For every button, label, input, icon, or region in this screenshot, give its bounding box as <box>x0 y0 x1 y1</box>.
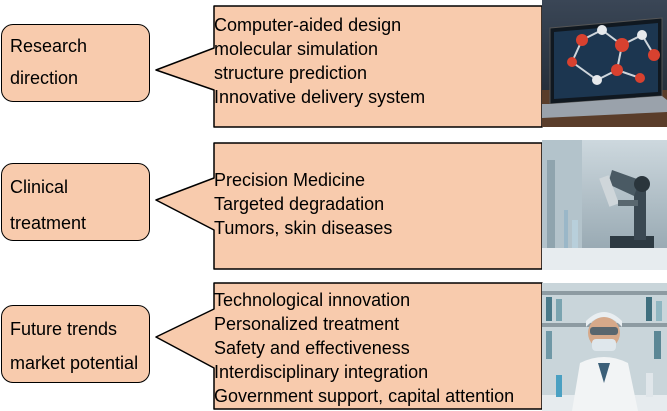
list-item: Targeted degradation <box>214 194 385 214</box>
item-list-clinical: Precision Medicine Targeted degradation … <box>214 168 392 240</box>
laptop-molecule-image <box>542 0 667 127</box>
item-list-future: Technological innovation Personalized tr… <box>214 288 514 408</box>
list-item: structure prediction <box>214 63 368 83</box>
label-line: treatment <box>10 213 87 233</box>
list-item: Safety and effectiveness <box>214 338 410 358</box>
list-item: molecular simulation <box>214 39 379 59</box>
list-item: Precision Medicine <box>214 170 366 190</box>
label-line: Research <box>10 36 88 56</box>
label-line: Future trends <box>10 319 118 339</box>
scientist-image <box>542 283 667 411</box>
microscope-image <box>542 140 667 270</box>
label-box-future: Future trends market potential <box>1 305 150 383</box>
list-item: Interdisciplinary integration <box>214 362 429 382</box>
list-item: Innovative delivery system <box>214 87 426 107</box>
list-item: Computer-aided design <box>214 15 402 35</box>
label-box-clinical: Clinical treatment <box>1 163 150 241</box>
list-item: Tumors, skin diseases <box>214 218 393 238</box>
list-item: Government support, capital attention <box>214 386 515 406</box>
item-list-research: Computer-aided design molecular simulati… <box>214 13 425 109</box>
list-item: Technological innovation <box>214 290 411 310</box>
label-line: Clinical <box>10 177 69 197</box>
label-box-research: Research direction <box>1 24 150 102</box>
label-line: direction <box>10 68 79 88</box>
list-item: Personalized treatment <box>214 314 400 334</box>
label-line: market potential <box>10 353 139 373</box>
